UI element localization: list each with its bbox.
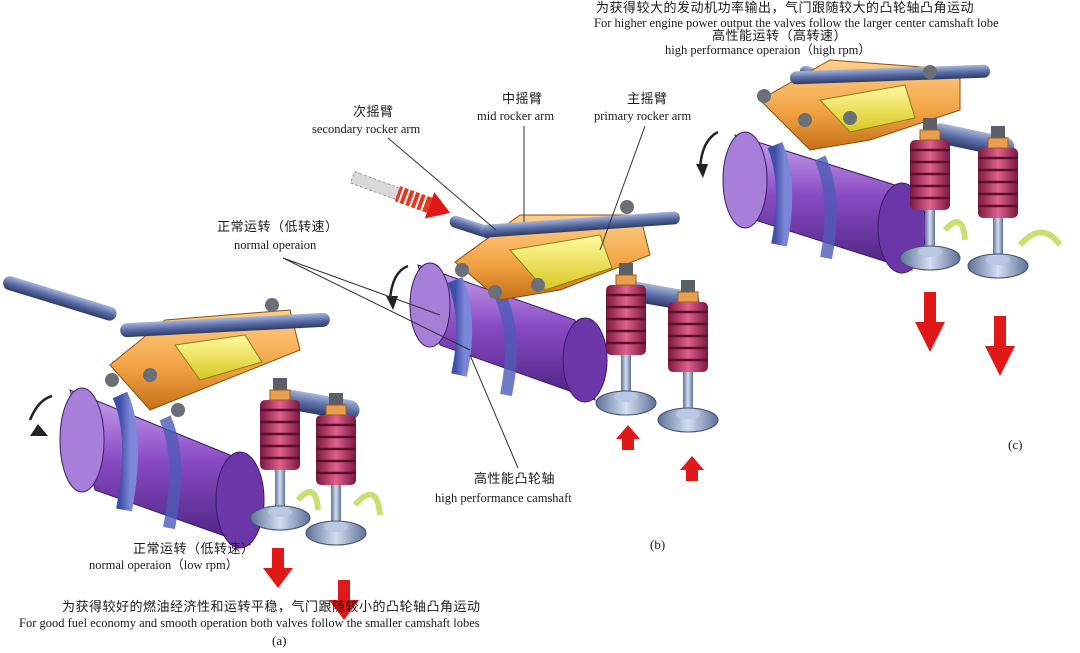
panel-b-caption: (b): [650, 537, 666, 552]
valve-down-arrow: [915, 292, 945, 352]
normal-operation-label-zh: 正常运转（低转速）: [217, 220, 339, 235]
mid-rocker-label-en: mid rocker arm: [477, 109, 555, 123]
panel-a-note-en: For good fuel economy and smooth operati…: [19, 616, 480, 630]
normal-operation-label-en: normal operaion: [234, 238, 317, 252]
panel-a-note-zh: 为获得较好的燃油经济性和运转平稳，气门跟随较小的凸轮轴凸角运动: [62, 600, 481, 615]
panel-c-note-en: For higher engine power output the valve…: [594, 16, 999, 30]
assembly-a: [3, 276, 383, 620]
valve-up-arrow: [616, 425, 640, 450]
panel-c-mode-en: high performance operaion（high rpm）: [665, 43, 871, 57]
camshaft-label-en: high performance camshaft: [435, 491, 572, 505]
camshaft-b: [386, 262, 608, 403]
panel-a-mode-zh: 正常运转（低转速）: [133, 542, 255, 557]
camshaft-a: [28, 387, 265, 549]
secondary-rocker-label-en: secondary rocker arm: [312, 122, 421, 136]
valve-down-arrow: [985, 316, 1015, 376]
rocker-arms-a: [105, 298, 330, 417]
panel-c-mode-zh: 高性能运转（高转速）: [712, 29, 848, 44]
panel-c-note-zh: 为获得较大的发动机功率输出，气门跟随较大的凸轮轴凸角运动: [596, 1, 975, 16]
assembly-b: [282, 125, 720, 481]
mid-rocker-label-zh: 中摇臂: [502, 92, 543, 107]
panel-a-caption: (a): [272, 633, 287, 648]
camshaft-label-zh: 高性能凸轮轴: [474, 472, 556, 487]
primary-rocker-label-zh: 主摇臂: [627, 92, 668, 107]
assembly-c: [696, 59, 1063, 376]
rocker-arms-c: [757, 59, 990, 151]
primary-rocker-label-en: primary rocker arm: [594, 109, 692, 123]
secondary-rocker-label-zh: 次摇臂: [353, 105, 394, 120]
panel-a-mode-en: normal operaion（low rpm）: [89, 558, 239, 572]
valve-up-arrow: [680, 456, 704, 481]
panel-c-caption: (c): [1008, 437, 1023, 452]
camshaft-c: [696, 130, 927, 274]
rocker-arms-b: [454, 200, 680, 301]
valve-down-arrow: [263, 548, 293, 588]
